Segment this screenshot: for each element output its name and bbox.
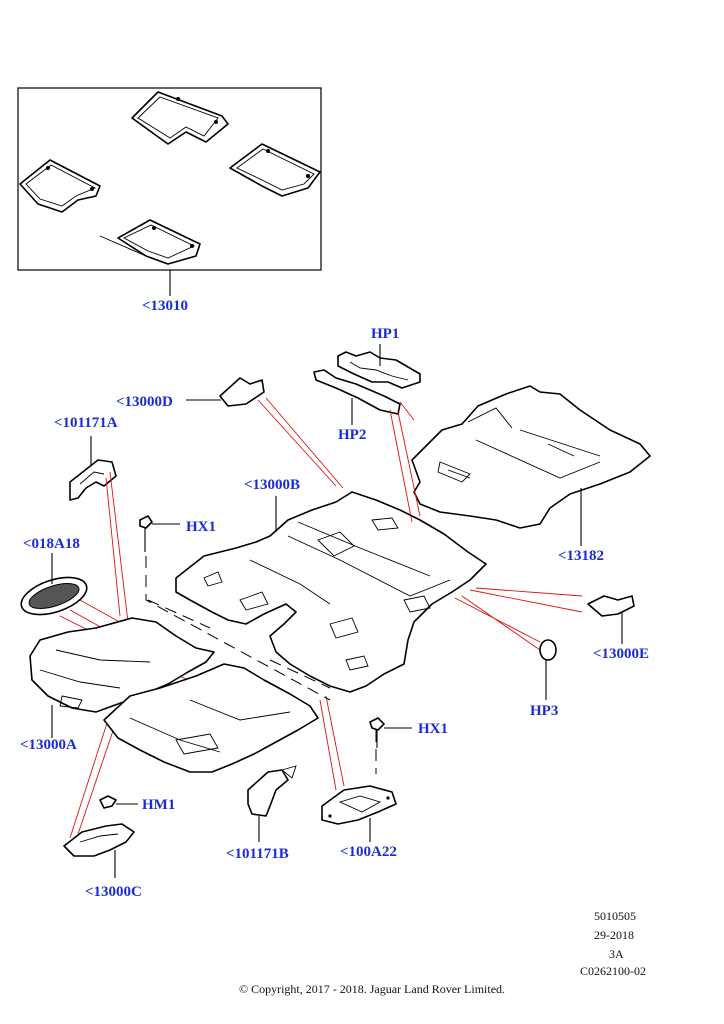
callout-100A22[interactable]: <100A22 bbox=[340, 844, 397, 860]
callout-13000A[interactable]: <13000A bbox=[20, 737, 77, 753]
part-13000D[interactable] bbox=[219, 377, 265, 407]
callout-101171A[interactable]: <101171A bbox=[54, 415, 118, 431]
part-100A22[interactable] bbox=[321, 785, 397, 825]
callout-13000B[interactable]: <13000B bbox=[244, 477, 301, 493]
part-101171A[interactable] bbox=[69, 459, 117, 501]
meta-revision: 3A bbox=[609, 947, 624, 961]
callout-13000E[interactable]: <13000E bbox=[593, 646, 650, 662]
part-018A18-vent[interactable] bbox=[17, 570, 92, 621]
hp3-plug[interactable] bbox=[539, 639, 557, 661]
callout-018A18[interactable]: <018A18 bbox=[23, 536, 80, 552]
part-13000A-front-carpet[interactable] bbox=[29, 617, 215, 713]
callout-hp2[interactable]: HP2 bbox=[338, 427, 367, 443]
callout-hx1-bottom[interactable]: HX1 bbox=[418, 721, 448, 737]
part-center-carpet[interactable] bbox=[103, 663, 319, 773]
part-13000C[interactable] bbox=[63, 823, 135, 857]
copyright-notice: © Copyright, 2017 - 2018. Jaguar Land Ro… bbox=[238, 982, 506, 996]
callout-101171B[interactable]: <101171B bbox=[226, 846, 289, 862]
callout-hp1[interactable]: HP1 bbox=[371, 326, 400, 342]
callout-hx1-top[interactable]: HX1 bbox=[186, 519, 216, 535]
hx1-clip-bottom[interactable] bbox=[369, 717, 385, 748]
callout-hp3[interactable]: HP3 bbox=[530, 703, 559, 719]
part-13000E[interactable] bbox=[587, 595, 635, 617]
hp1-strip[interactable] bbox=[337, 351, 421, 389]
callout-hm1[interactable]: HM1 bbox=[142, 797, 176, 813]
meta-id: 5010505 bbox=[594, 909, 636, 923]
floor-mats-inset[interactable] bbox=[17, 87, 322, 271]
hp2-strip[interactable] bbox=[313, 369, 401, 415]
callout-13182[interactable]: <13182 bbox=[558, 548, 605, 564]
meta-drawing-code: C0262100-02 bbox=[580, 964, 646, 978]
callout-13010[interactable]: <13010 bbox=[142, 298, 189, 314]
part-13000B-main-carpet[interactable] bbox=[175, 491, 487, 693]
meta-date: 29-2018 bbox=[594, 928, 634, 942]
hm1-clip[interactable] bbox=[99, 795, 138, 809]
hx1-clip-top[interactable] bbox=[139, 515, 153, 552]
callout-13000C[interactable]: <13000C bbox=[85, 884, 142, 900]
part-13182-rear-carpet[interactable] bbox=[411, 385, 651, 529]
callout-13000D[interactable]: <13000D bbox=[116, 394, 173, 410]
part-101171B[interactable] bbox=[247, 765, 297, 817]
